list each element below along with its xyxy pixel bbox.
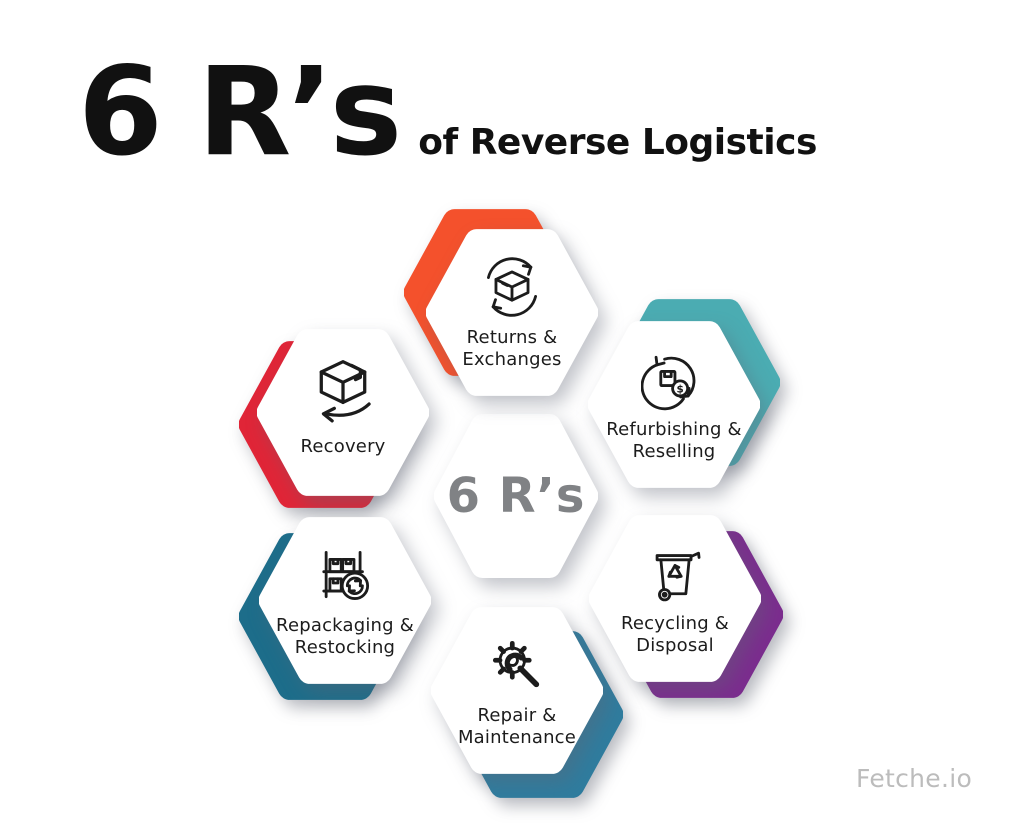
hex-front-shape [434,414,598,578]
hex-label: Repair & Maintenance [457,705,577,748]
recycle-bin-icon [655,551,701,602]
hex-label: Refurbishing & Reselling [606,419,742,462]
hex-label: Returns & Exchanges [462,327,562,370]
hex-recovery: Recovery [239,329,429,508]
hex-front-shape [426,229,598,396]
hex-front-shape [431,607,603,774]
hex-returns-exchanges: Returns & Exchanges [404,209,598,396]
hex-refurbishing-reselling: $ Refurbishing & Reselling [588,299,780,488]
center-label: 6 R’s [446,468,586,524]
svg-text:$: $ [677,384,684,396]
box-cycle-icon [487,257,537,317]
hex-front-shape [259,517,431,684]
watermark: Fetche.io [856,764,973,793]
hex-repackaging-restocking: Repackaging & Restocking [239,517,431,700]
page-title: 6 R’s of Reverse Logistics [78,41,817,183]
hex-front-shape [589,515,761,682]
title-big: 6 R’s [78,41,402,183]
hex-label: Recycling & Disposal [620,613,729,656]
title-subtitle: of Reverse Logistics [418,122,817,163]
gear-wrench-icon [492,641,540,688]
box-dollar-cycle-icon: $ [641,355,696,411]
hex-label: Repackaging & Restocking [276,615,414,658]
hex-label: Recovery [300,436,386,458]
hex-front-shape [257,329,429,496]
hex-recycling-disposal: Recycling & Disposal [589,515,783,698]
hex-center: 6 R’s [434,414,598,578]
hex-repair-maintenance: Repair & Maintenance [431,607,623,798]
box-return-icon [319,360,371,423]
hex-front-shape [588,321,760,488]
shelf-refresh-icon [322,551,370,601]
